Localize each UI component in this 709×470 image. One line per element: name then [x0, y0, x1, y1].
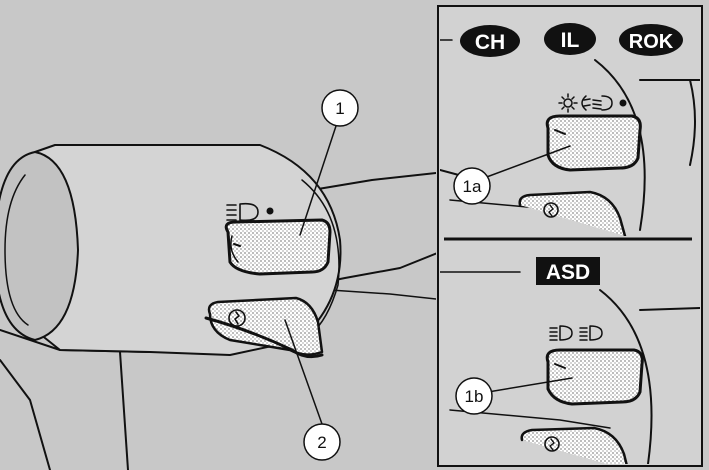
indicator-dot-1a [619, 99, 627, 107]
switch-1b [545, 348, 644, 406]
callout-1: 1 [321, 89, 359, 127]
parking-light-icon [558, 93, 578, 113]
svg-text:ROK: ROK [629, 31, 674, 53]
badge-rok: ROK [619, 24, 683, 56]
callout-1b: 1b [455, 377, 493, 415]
leader-1b [487, 377, 573, 393]
leader-1a [483, 145, 571, 179]
high-beam-icon-1b [549, 325, 573, 341]
inset-bottom-view [440, 271, 700, 464]
dipped-headlight-icon [592, 95, 613, 111]
horn-switch [207, 296, 324, 356]
svg-text:1a: 1a [463, 177, 482, 196]
high-beam-icon-1b-2 [579, 325, 603, 341]
inset-top-view [440, 39, 700, 236]
callout-2: 2 [303, 423, 341, 461]
switch-1a [545, 114, 642, 172]
low-beam-icon [581, 95, 591, 111]
high-beam-icon [226, 202, 259, 222]
callout-1a: 1a [453, 167, 491, 205]
indicator-dot [266, 207, 274, 215]
housing-end-cap [0, 151, 79, 341]
horn-icon [228, 309, 246, 327]
badge-il: IL [544, 23, 596, 55]
headlight-switch [224, 218, 332, 276]
leader-2 [284, 319, 323, 425]
svg-text:1: 1 [335, 99, 344, 118]
svg-text:2: 2 [317, 433, 326, 452]
svg-text:1b: 1b [465, 387, 484, 406]
main-switch-view [0, 125, 436, 470]
svg-text:CH: CH [475, 31, 505, 54]
badge-asd: ASD [536, 257, 600, 285]
leader-1 [299, 125, 337, 236]
svg-text:ASD: ASD [546, 261, 590, 284]
svg-text:IL: IL [561, 29, 580, 52]
badge-ch: CH [460, 25, 520, 57]
